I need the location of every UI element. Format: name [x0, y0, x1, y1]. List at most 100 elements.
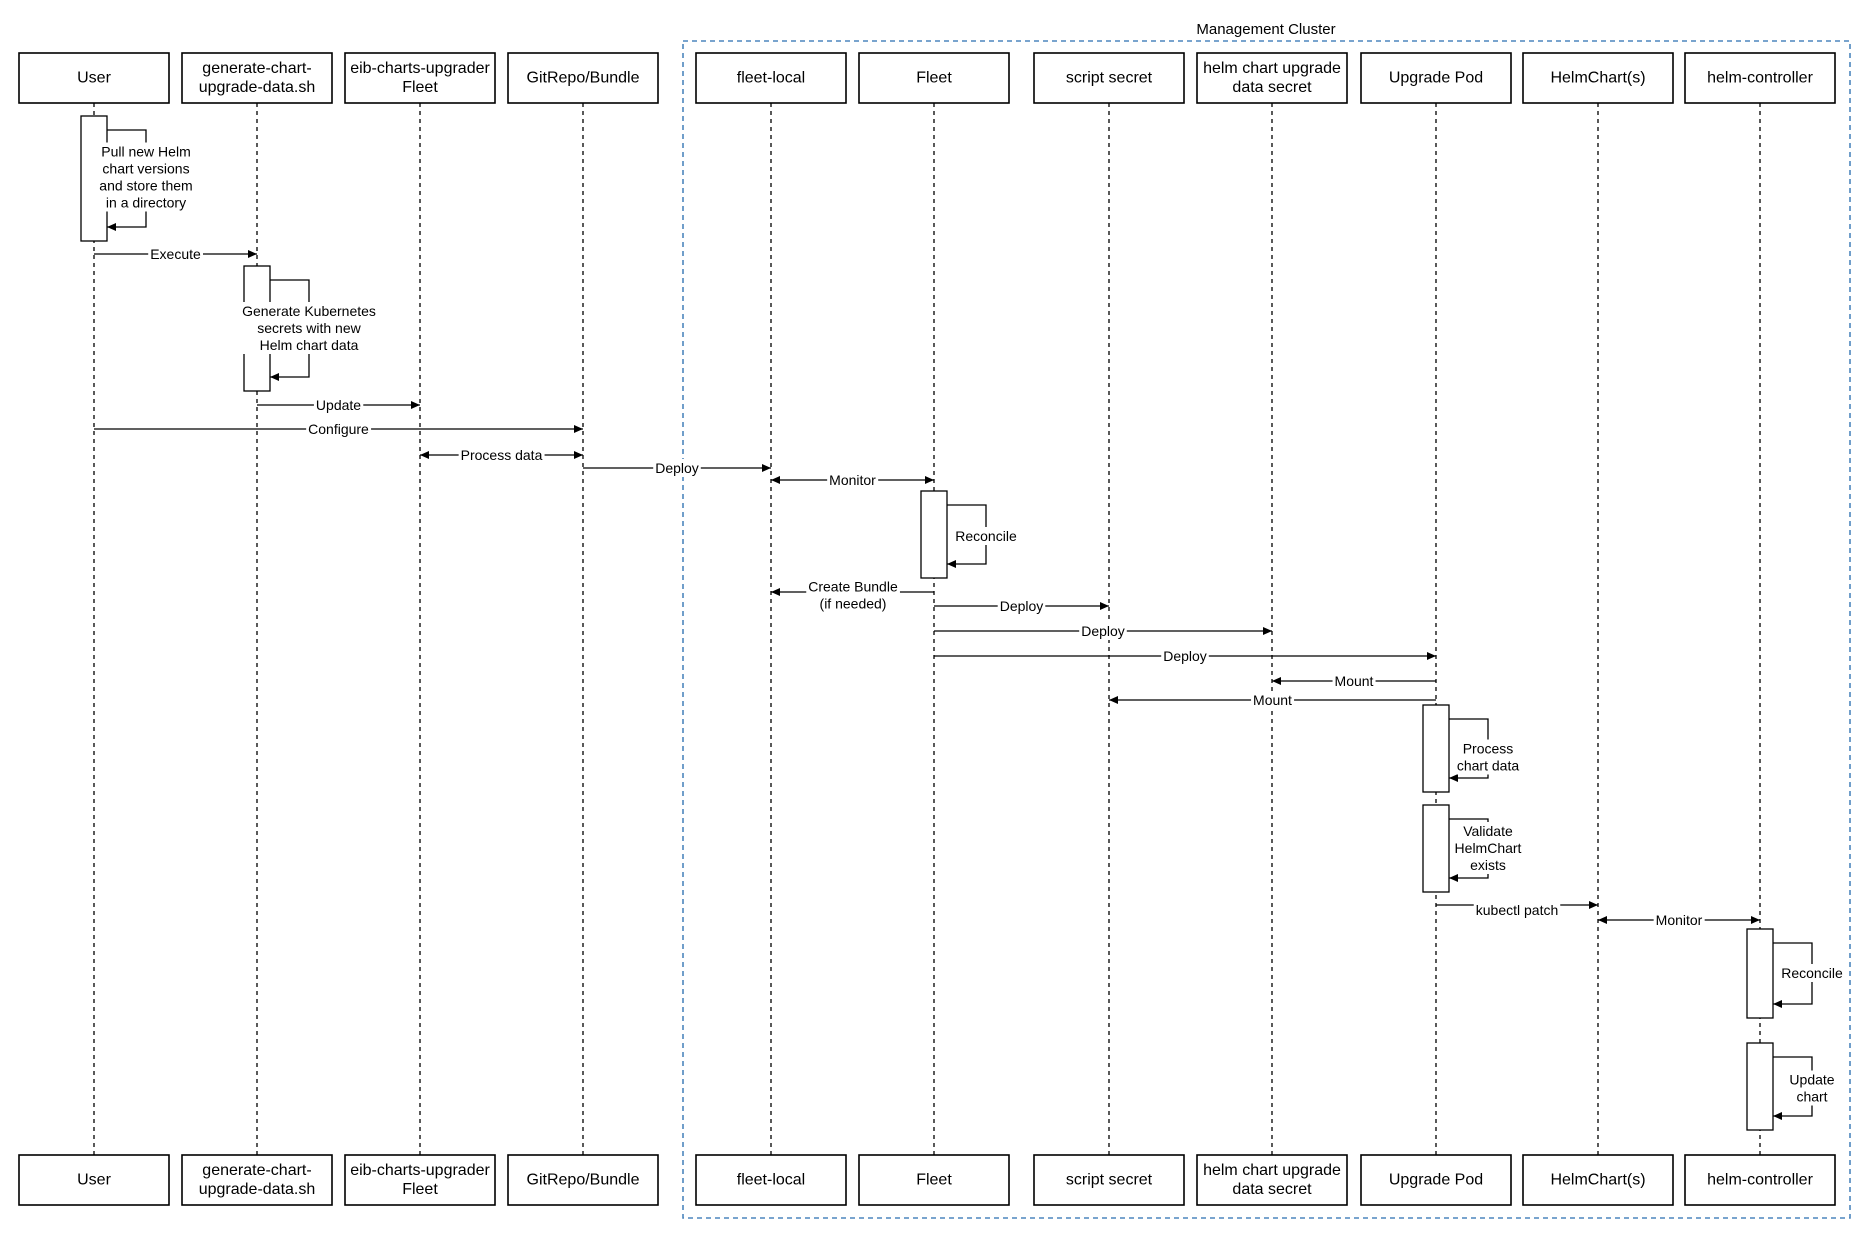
participant-user-top: User [18, 52, 170, 104]
participant-box [695, 52, 847, 104]
label-backdrop [1452, 822, 1524, 874]
label-backdrop [1787, 1070, 1837, 1106]
participant-box [344, 1154, 496, 1206]
message-label: Deploy [1081, 623, 1125, 639]
participant-label: generate-chart-upgrade-data.sh [199, 1162, 316, 1198]
message-pod-to-helmsecret: Mount [1272, 672, 1436, 690]
label-backdrop [997, 597, 1046, 615]
participant-label: Upgrade Pod [1389, 1172, 1483, 1189]
participant-controller-top: helm-controller [1684, 52, 1836, 104]
participant-box [858, 52, 1010, 104]
participant-label: Upgrade Pod [1389, 70, 1483, 87]
management-cluster-title: Management Cluster [1196, 21, 1335, 38]
participant-label: script secret [1066, 1172, 1153, 1189]
participant-box [181, 52, 333, 104]
label-backdrop [148, 245, 204, 263]
participant-box [507, 1154, 659, 1206]
message-user-to-git: Configure [94, 420, 583, 438]
label-backdrop [313, 396, 364, 414]
participant-label: Fleet [916, 1172, 952, 1189]
participant-fleetlocal-top: fleet-local [695, 52, 847, 104]
message-label: Execute [150, 246, 201, 262]
message-fleet-to-pod: Deploy [934, 647, 1436, 665]
message-label: Deploy [1163, 648, 1207, 664]
participant-box [1033, 1154, 1185, 1206]
activation-label: Reconcile [955, 528, 1017, 544]
label-backdrop [827, 471, 879, 489]
participant-label: helm-controller [1707, 1172, 1813, 1189]
participant-gen-top: generate-chart-upgrade-data.sh [181, 52, 333, 104]
participant-box [1196, 1154, 1348, 1206]
message-pod-to-helmchart: kubectl patch [1436, 901, 1598, 919]
message-fleet-to-fleetlocal: Create Bundle(if needed) [771, 577, 934, 613]
message-label: Deploy [1000, 598, 1044, 614]
label-backdrop [240, 302, 378, 354]
participant-git-bottom: GitRepo/Bundle [507, 1154, 659, 1206]
participant-helmchart-bottom: HelmChart(s) [1522, 1154, 1674, 1206]
participant-box [1360, 1154, 1512, 1206]
participant-label: helm-controller [1707, 70, 1813, 87]
activation-bar [80, 115, 108, 242]
participant-box [1033, 52, 1185, 104]
message-helmchart-to-controller: Monitor [1598, 911, 1760, 929]
message-label: Mount [1253, 692, 1292, 708]
participant-pod-bottom: Upgrade Pod [1360, 1154, 1512, 1206]
activation-bar [920, 490, 948, 579]
participant-box [18, 52, 170, 104]
participant-fleetlocal-bottom: fleet-local [695, 1154, 847, 1206]
participant-label: Fleet [916, 70, 952, 87]
participant-fleet-top: Fleet [858, 52, 1010, 104]
label-backdrop [1332, 672, 1376, 690]
label-backdrop [1779, 964, 1845, 982]
participant-box [695, 1154, 847, 1206]
participant-pod-top: Upgrade Pod [1360, 52, 1512, 104]
activation-controller-5: Reconcile [1746, 928, 1845, 1019]
participant-label: GitRepo/Bundle [527, 70, 640, 87]
participant-controller-bottom: helm-controller [1684, 1154, 1836, 1206]
message-label: Monitor [829, 472, 876, 488]
label-backdrop [306, 420, 372, 438]
participant-helmchart-top: HelmChart(s) [1522, 52, 1674, 104]
message-eib-to-git: Process data [420, 446, 583, 464]
message-label: Configure [308, 421, 369, 437]
message-label: Create Bundle(if needed) [808, 579, 898, 612]
participant-fleet-bottom: Fleet [858, 1154, 1010, 1206]
message-git-to-fleetlocal: Deploy [583, 459, 771, 477]
label-backdrop [1161, 647, 1209, 665]
message-fleet-to-script: Deploy [934, 597, 1109, 615]
participant-script-bottom: script secret [1033, 1154, 1185, 1206]
participant-label: script secret [1066, 70, 1153, 87]
participant-box [1522, 52, 1674, 104]
activation-bar [1746, 928, 1774, 1019]
label-backdrop [97, 142, 195, 212]
participant-label: fleet-local [737, 1172, 805, 1189]
label-backdrop [1251, 691, 1295, 709]
message-fleetlocal-to-fleet: Monitor [771, 471, 934, 489]
label-backdrop [653, 459, 701, 477]
message-label: Monitor [1656, 912, 1703, 928]
participant-box [1196, 52, 1348, 104]
participant-label: User [77, 70, 111, 87]
activation-bar [1422, 804, 1450, 893]
message-gen-to-eib: Update [257, 396, 420, 414]
participant-box [1522, 1154, 1674, 1206]
message-label: Deploy [655, 460, 699, 476]
message-fleet-to-helmsecret: Deploy [934, 622, 1272, 640]
label-backdrop [1079, 622, 1127, 640]
